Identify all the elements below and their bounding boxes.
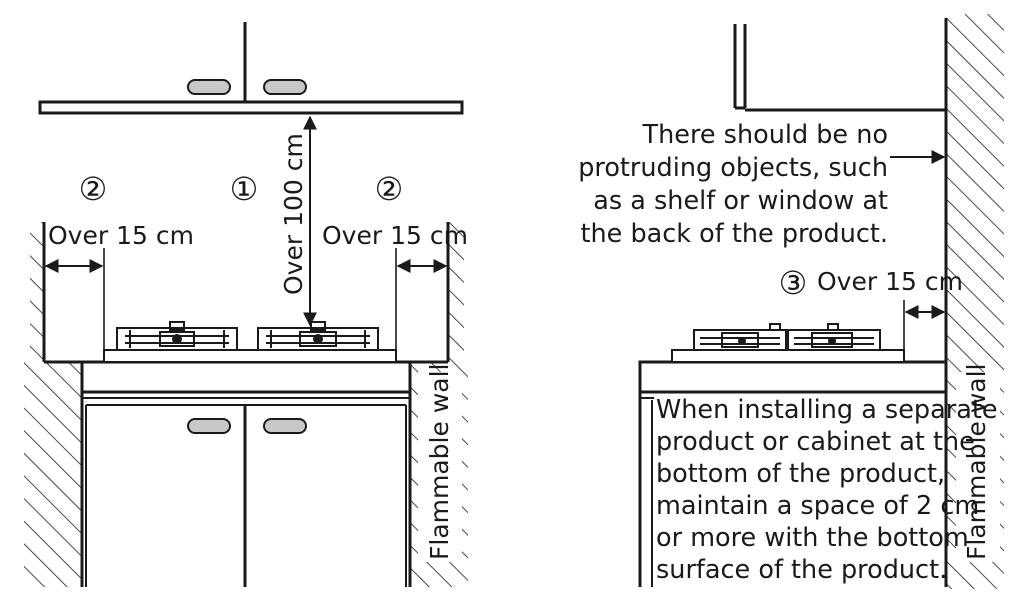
upper-cabinet-left-handle	[187, 79, 231, 95]
right-flammable-wall-label: Flammable wall	[962, 364, 991, 560]
back-note: There should be no protruding objects, s…	[578, 120, 888, 249]
marker-back: ③	[779, 264, 808, 302]
back-clearance-label: Over 15 cm	[817, 267, 963, 296]
cooktop-side	[671, 323, 905, 363]
upper-cabinet-side	[733, 24, 946, 112]
left-flammable-wall-label: Flammable wall	[425, 364, 454, 560]
left-diagram: ① ② ② Over 100 cm Over 15 cm Over 15 cm …	[24, 22, 468, 587]
right-side-clearance-label: Over 15 cm	[322, 221, 468, 250]
lower-cabinet	[80, 360, 412, 587]
left-side-wall	[30, 222, 46, 362]
right-wall-label-bg	[956, 372, 1000, 562]
cooktop-front	[103, 321, 397, 363]
bottom-note-line: bottom of the product,	[656, 459, 945, 489]
upper-cabinet	[38, 22, 464, 115]
upper-cabinet-right-handle	[263, 79, 307, 95]
right-side-wall	[446, 222, 464, 362]
lower-cabinet-left-handle	[187, 418, 231, 434]
lower-cabinet-right-handle	[263, 418, 307, 434]
bottom-note-line: maintain a space of 2 cm	[656, 491, 979, 521]
left-wall-label-bg	[418, 372, 462, 562]
vertical-clearance-label: Over 100 cm	[279, 133, 308, 295]
back-note-line: There should be no	[642, 120, 888, 150]
marker-right: ②	[375, 170, 404, 208]
marker-center: ①	[230, 170, 259, 208]
back-note-line: as a shelf or window at	[593, 186, 888, 216]
right-diagram: There should be no protruding objects, s…	[578, 14, 1004, 589]
back-note-line: protruding objects, such	[578, 153, 888, 183]
left-side-clearance-label: Over 15 cm	[48, 221, 194, 250]
countertop-side	[638, 360, 948, 587]
back-note-line: the back of the product.	[581, 219, 888, 249]
bottom-note-line: surface of the product.	[656, 555, 947, 585]
bottom-note: When installing a separate product or ca…	[656, 395, 998, 585]
bottom-note-line: When installing a separate	[656, 395, 998, 425]
bottom-note-line: or more with the bottom	[656, 523, 969, 553]
left-lower-wall	[24, 362, 82, 587]
marker-left: ②	[79, 170, 108, 208]
bottom-note-line: product or cabinet at the	[656, 427, 975, 457]
